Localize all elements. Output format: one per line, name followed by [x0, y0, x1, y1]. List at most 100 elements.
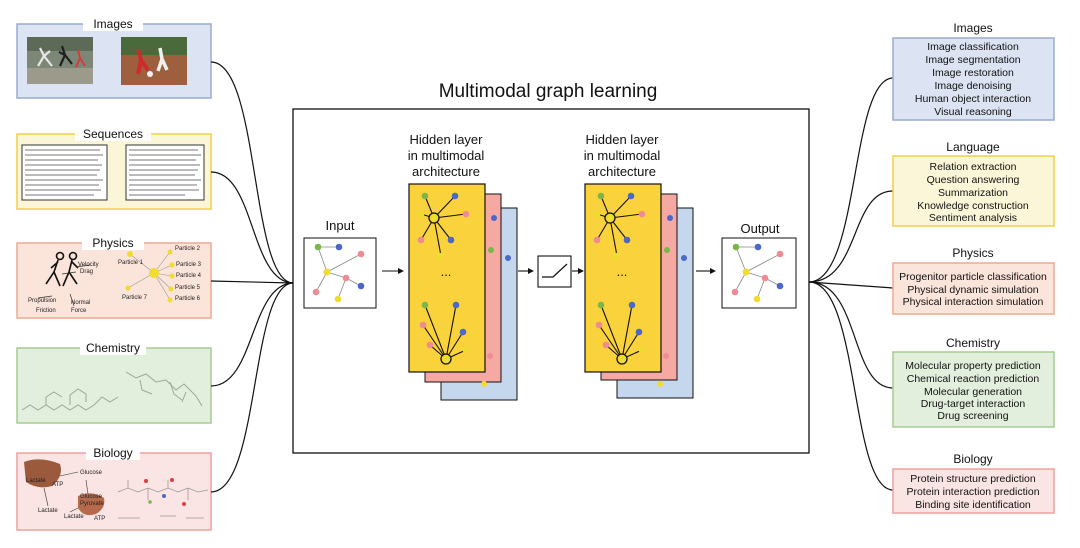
output-box: [892, 468, 1055, 514]
pathway-label: Lactate: [26, 478, 46, 484]
layer-node: [417, 210, 425, 218]
force-label: Normal: [71, 300, 90, 306]
particle-label: Particle 6: [175, 296, 201, 302]
layer-node: [635, 328, 643, 336]
layer-node: [657, 381, 663, 387]
layer-node: [597, 301, 605, 309]
task-label: Molecular generation: [924, 386, 1022, 398]
runner-figure: [58, 45, 73, 67]
pathway-label: Lactate: [64, 514, 84, 520]
output-box: [892, 351, 1055, 428]
activation-box: [537, 255, 572, 288]
task-label: Question answering: [927, 174, 1020, 186]
layer-node: [459, 328, 467, 336]
label-bg: [82, 235, 144, 250]
graph-node: [761, 274, 769, 282]
graph-node: [776, 282, 784, 290]
hidden-label-line: Hidden layer: [586, 132, 660, 147]
hidden-label-line: architecture: [588, 164, 656, 179]
layer-node: [505, 255, 511, 261]
output-panel-physics: Physics Progenitor particle classificati…: [892, 246, 1055, 315]
player-figure: [136, 49, 150, 75]
layer-node: [481, 381, 487, 387]
layer-node: [593, 210, 601, 218]
input-graph: Input: [303, 218, 377, 309]
layer-node: [419, 321, 427, 329]
particle-label: Particle 1: [118, 260, 144, 266]
input-connectors: [210, 61, 294, 493]
graph-node: [357, 282, 365, 290]
flow-arrows: [382, 268, 716, 274]
layer-node: [487, 353, 493, 359]
task-label: Protein interaction prediction: [906, 486, 1039, 498]
pathway-arrows: [43, 471, 89, 513]
layer-node: [681, 255, 687, 261]
task-label: Progenitor particle classification: [899, 271, 1047, 283]
document-lines: [25, 149, 201, 196]
layer-node: [462, 210, 470, 218]
layer-node: [491, 215, 497, 221]
graph-node: [753, 295, 761, 303]
graph-node: [776, 250, 784, 258]
peptide-chain: [117, 480, 209, 519]
layer-node: [595, 321, 603, 329]
force-label: Velocity: [78, 262, 99, 268]
input-box: [16, 347, 212, 424]
task-label: Summarization: [938, 187, 1008, 199]
layer-node-center: [428, 212, 440, 224]
particle-label: Particle 3: [176, 262, 202, 268]
layer-node: [421, 301, 429, 309]
layer-node: [663, 353, 669, 359]
task-label: Physical interaction simulation: [903, 296, 1044, 308]
layer-node: [638, 346, 646, 354]
particle-label: Particle 5: [175, 285, 201, 291]
graph-node: [732, 243, 740, 251]
pathway-label: Lactate: [38, 508, 58, 514]
photo-ground: [27, 68, 93, 84]
layer-node: [628, 301, 636, 309]
force-label: Friction: [36, 308, 56, 314]
muscle-icon: [78, 493, 105, 516]
liver-icon: [24, 459, 61, 488]
task-label: Molecular property prediction: [905, 360, 1041, 372]
task-label: Image denoising: [934, 80, 1011, 92]
task-label: Image restoration: [932, 67, 1014, 79]
input-label-images: Images: [93, 17, 132, 31]
output-box: [892, 262, 1055, 315]
activation-function: [537, 255, 572, 288]
task-label: Drug screening: [937, 410, 1008, 422]
graph-node: [323, 268, 331, 276]
output-panel-language: Language Relation extraction Question an…: [892, 140, 1055, 227]
layer-node: [638, 210, 646, 218]
layer-edges: [596, 195, 643, 360]
output-label: Output: [740, 221, 779, 236]
graph-node: [314, 243, 322, 251]
input-panel-sequences: Sequences: [16, 126, 212, 210]
label-bg: [75, 126, 151, 141]
input-label-chemistry: Chemistry: [86, 341, 140, 355]
output-graph: Output: [721, 221, 797, 309]
layer-node: [451, 192, 459, 200]
pathway-label: ATP: [94, 516, 105, 522]
player-figure: [156, 47, 169, 72]
layer-node-center: [440, 353, 452, 365]
photo-field-bg: [121, 37, 187, 55]
output-category-language: Language: [946, 140, 1000, 154]
layer-node: [417, 236, 425, 244]
layer-node: [447, 236, 455, 244]
input-box: [16, 242, 212, 319]
output-panel-chemistry: Chemistry Molecular property prediction …: [892, 336, 1055, 428]
graph-node: [754, 243, 762, 251]
output-panel-images: Images Image classification Image segmen…: [892, 21, 1055, 121]
task-label: Binding site identification: [915, 499, 1031, 511]
layer-node: [613, 252, 621, 260]
hidden-label-line: in multimodal: [408, 148, 485, 163]
input-panel-physics: Physics Velocity Drag Propulsion Frictio…: [16, 235, 212, 319]
layer-node: [597, 192, 605, 200]
graph-node: [357, 250, 365, 258]
output-connectors: [808, 77, 894, 491]
output-category-chemistry: Chemistry: [946, 336, 1000, 350]
task-label: Knowledge construction: [917, 200, 1029, 212]
particle-nodes: [125, 249, 175, 303]
